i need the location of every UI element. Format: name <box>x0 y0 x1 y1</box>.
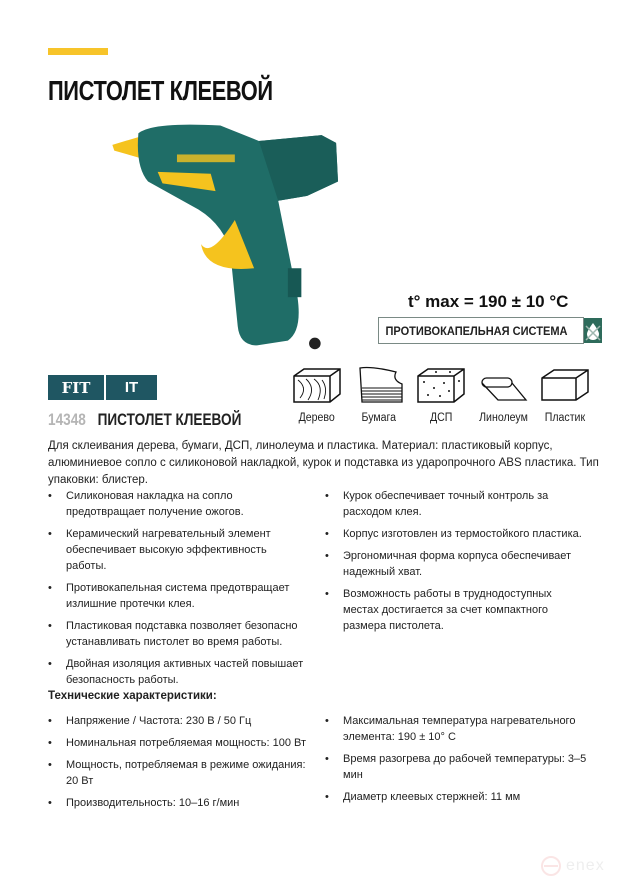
anti-drip-badge: ПРОТИВОКАПЕЛЬНАЯ СИСТЕМА <box>378 317 602 344</box>
item-name: ПИСТОЛЕТ КЛЕЕВОЙ <box>97 410 242 429</box>
specs-title: Технические характеристики: <box>48 690 217 702</box>
feature-item: Двойная изоляция активных частей повышае… <box>48 656 310 688</box>
product-image <box>95 112 365 357</box>
materials-list: Дерево Бумага ДСП Линолеум Пластик <box>286 366 596 424</box>
product-line-label: IT <box>106 375 157 400</box>
feature-item: Керамический нагревательный элемент обес… <box>48 526 310 574</box>
linoleum-icon <box>481 377 528 401</box>
feature-item: Корпус изготовлен из термостойкого пласт… <box>325 526 587 542</box>
spec-item: Производительность: 10–16 г/мин <box>48 795 310 811</box>
feature-item: Противокапельная система предотвращает и… <box>48 580 310 612</box>
specs-right: Максимальная температура нагревательного… <box>325 713 587 811</box>
product-description: Для склеивания дерева, бумаги, ДСП, лино… <box>48 440 599 486</box>
title-accent-bar <box>48 48 108 55</box>
material-paper: Бумага <box>348 366 410 424</box>
material-label: Дерево <box>298 412 336 424</box>
feature-item: Эргономичная форма корпуса обеспечивает … <box>325 548 587 580</box>
enex-logo-icon <box>541 856 561 876</box>
page-title: ПИСТОЛЕТ КЛЕЕВОЙ <box>48 75 273 106</box>
material-label: Пластик <box>544 412 586 424</box>
feature-item: Возможность работы в труднодоступных мес… <box>325 586 587 634</box>
feature-item: Силиконовая накладка на сопло предотвращ… <box>48 488 310 520</box>
fit-logo: FIT <box>48 375 104 400</box>
wood-icon <box>293 368 341 403</box>
spec-item: Время разогрева до рабочей температуры: … <box>325 751 587 783</box>
feature-item: Пластиковая подставка позволяет безопасн… <box>48 618 310 650</box>
watermark-text: enex <box>566 857 605 874</box>
material-plastic: Пластик <box>534 366 596 424</box>
item-heading: 14348 ПИСТОЛЕТ КЛЕЕВОЙ <box>48 410 241 430</box>
anti-drip-label: ПРОТИВОКАПЕЛЬНАЯ СИСТЕМА <box>385 323 568 338</box>
material-chipboard: ДСП <box>410 366 472 424</box>
spec-item: Мощность, потребляемая в режиме ожидания… <box>48 757 310 789</box>
material-label: Бумага <box>361 412 397 424</box>
spec-item: Диаметр клеевых стержней: 11 мм <box>325 789 587 805</box>
features-right: Курок обеспечивает точный контроль за ра… <box>325 488 587 640</box>
specs-left: Напряжение / Частота: 230 В / 50 Гц Номи… <box>48 713 310 817</box>
material-label: ДСП <box>429 412 453 424</box>
features-left: Силиконовая накладка на сопло предотвращ… <box>48 488 310 694</box>
spec-item: Номинальная потребляемая мощность: 100 В… <box>48 735 310 751</box>
sku-number: 14348 <box>48 410 86 429</box>
spec-item: Напряжение / Частота: 230 В / 50 Гц <box>48 713 310 729</box>
plastic-icon <box>541 369 589 401</box>
material-wood: Дерево <box>286 366 348 424</box>
chipboard-icon <box>417 368 465 403</box>
anti-drip-icon <box>583 318 602 343</box>
watermark: enex <box>540 855 605 877</box>
paper-icon <box>359 366 403 403</box>
max-temperature: t° max = 190 ± 10 °C <box>408 292 569 311</box>
material-label: Линолеум <box>478 412 528 424</box>
brand-logo: FIT IT <box>48 375 157 400</box>
spec-item: Максимальная температура нагревательного… <box>325 713 587 745</box>
feature-item: Курок обеспечивает точный контроль за ра… <box>325 488 587 520</box>
material-linoleum: Линолеум <box>472 366 534 424</box>
